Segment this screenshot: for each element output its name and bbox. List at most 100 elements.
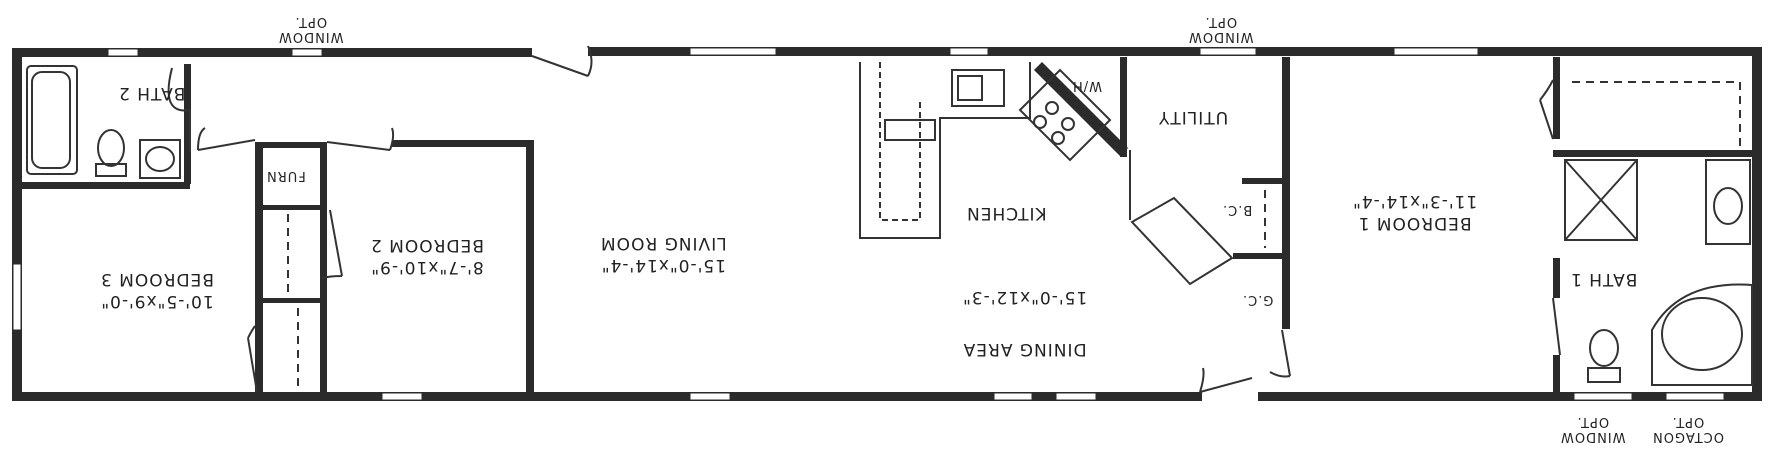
window-opt-bottom bbox=[1573, 392, 1633, 401]
wh-label: W/H bbox=[1072, 78, 1103, 93]
wall-bedroom2-top bbox=[392, 140, 532, 147]
kitchen-shelf bbox=[884, 119, 936, 141]
opt-window-top-right-line2: WINDOW bbox=[1188, 29, 1254, 44]
bedroom3-name: BEDROOM 3 bbox=[100, 269, 214, 289]
window-octagon-bottom bbox=[1665, 392, 1725, 401]
furn-door bbox=[321, 209, 343, 279]
wall-exterior-bottom-left bbox=[12, 392, 1202, 401]
bath2-toilet-tank bbox=[95, 163, 127, 177]
opt-window-label-top-left: WINDOW OPT. bbox=[278, 14, 344, 44]
opt-window-top-left-line2: WINDOW bbox=[278, 29, 344, 44]
octagon-window-line2: OCTAGON bbox=[1652, 429, 1724, 444]
kitchen-range bbox=[1018, 68, 1112, 162]
window-left-end bbox=[12, 263, 22, 331]
bath2-toilet bbox=[97, 129, 125, 167]
kitchen-counter bbox=[859, 62, 1031, 239]
gc-label: G.C. bbox=[1242, 292, 1274, 307]
wall-bedroom1-left bbox=[1282, 57, 1290, 329]
bedroom1-label: BEDROOM 1 11'-3"x14'-4" bbox=[1352, 190, 1477, 234]
wall-furn-bottom bbox=[263, 205, 320, 210]
bath1-shower bbox=[1564, 159, 1638, 241]
burner-1 bbox=[1045, 101, 1059, 115]
wall-furn-top bbox=[255, 142, 327, 148]
dining-area-name: DINING AREA bbox=[962, 339, 1087, 359]
bath1-door bbox=[1539, 79, 1554, 140]
wall-bath1-left bbox=[1553, 57, 1560, 139]
bath1-label: BATH 1 bbox=[1570, 269, 1638, 289]
bedroom3-label: 10'-5"x9'-0" BEDROOM 3 bbox=[100, 268, 214, 312]
wall-bedroom2-right bbox=[526, 140, 534, 396]
bath2-tub bbox=[26, 65, 78, 175]
bath2-label: BATH 2 bbox=[118, 83, 186, 103]
burner-4 bbox=[1051, 131, 1065, 145]
wall-exterior-left bbox=[12, 48, 22, 400]
living-room-label: 15'-0"x14'-4" LIVING ROOM bbox=[600, 232, 727, 276]
wall-hall-2 bbox=[320, 142, 327, 394]
bedroom3-size: 10'-5"x9'-0" bbox=[100, 291, 214, 311]
kitchen-sink-basin bbox=[957, 75, 983, 101]
furn-label: FURN bbox=[266, 168, 306, 183]
burner-2 bbox=[1061, 117, 1075, 131]
burner-3 bbox=[1033, 115, 1047, 129]
window-kitchen-top bbox=[949, 47, 989, 56]
bath1-toilet-tank bbox=[1587, 367, 1621, 383]
bath2-tub-inner bbox=[31, 71, 71, 169]
bath2-sink bbox=[139, 139, 181, 179]
bedroom2-door bbox=[326, 127, 395, 151]
window-bedroom2-bottom bbox=[381, 392, 423, 401]
bath1-tub-inner bbox=[1661, 297, 1743, 371]
wall-kitchen-diagonal bbox=[1034, 62, 1128, 156]
living-room-name: LIVING ROOM bbox=[600, 233, 727, 253]
dining-area-size: 15'-0"x12'-3" bbox=[962, 287, 1088, 307]
octagon-window-label: OCTAGON OPT. bbox=[1652, 414, 1724, 444]
opt-window-label-bottom: WINDOW OPT. bbox=[1560, 414, 1626, 444]
window-bedroom1-top bbox=[1393, 47, 1479, 56]
wall-exterior-top-right bbox=[588, 47, 1760, 56]
opt-window-bottom-line2: WINDOW bbox=[1560, 429, 1626, 444]
wall-exterior-bottom-right bbox=[1258, 392, 1762, 401]
opt-window-top-right-line1: OPT. bbox=[1204, 14, 1238, 29]
bath1-shower-x bbox=[1564, 159, 1638, 241]
wall-bath1-top bbox=[1553, 150, 1753, 157]
bath1-vanity bbox=[1705, 159, 1751, 245]
window-bath2 bbox=[107, 48, 139, 57]
bedroom2-size: 8'-7"x10'-9" bbox=[370, 257, 484, 277]
opt-window-label-top-right: WINDOW OPT. bbox=[1188, 14, 1254, 44]
bc-label: B.C. bbox=[1222, 202, 1253, 217]
window-opt-top-right bbox=[1199, 47, 1257, 56]
kitchen-label: KITCHEN bbox=[966, 203, 1047, 223]
bedroom2-label: 8'-7"x10'-9" BEDROOM 2 bbox=[370, 234, 484, 278]
bedroom3-door bbox=[197, 127, 256, 151]
octagon-window-line1: OPT. bbox=[1671, 414, 1705, 429]
window-dining-bottom-2 bbox=[1055, 392, 1097, 401]
front-door bbox=[531, 45, 593, 77]
opt-window-top-left-line1: OPT. bbox=[294, 14, 328, 29]
bath1-door-2 bbox=[1552, 297, 1561, 356]
window-opt-top-left bbox=[291, 48, 323, 57]
bedroom1-name: BEDROOM 1 bbox=[1357, 213, 1472, 233]
wall-closet-gc-top bbox=[1233, 253, 1288, 259]
wall-exterior-right bbox=[1752, 47, 1762, 400]
window-living-bottom bbox=[689, 392, 731, 401]
bath1-tub bbox=[1651, 283, 1753, 386]
wall-closet-divider bbox=[263, 298, 320, 303]
bedroom1-door bbox=[1269, 329, 1291, 378]
bath2-door bbox=[167, 67, 191, 152]
wall-exterior-top-left bbox=[12, 48, 532, 57]
kitchen-sink bbox=[951, 69, 1005, 107]
bath2-sink-bowl bbox=[145, 146, 175, 172]
wall-bath2-bottom bbox=[12, 182, 190, 189]
utility-label: UTILITY bbox=[1158, 107, 1229, 127]
rear-door bbox=[1199, 367, 1253, 393]
window-living-top bbox=[689, 47, 777, 56]
wall-bath1-left-bottom bbox=[1553, 355, 1560, 395]
bedroom2-name: BEDROOM 2 bbox=[370, 235, 484, 255]
wall-hall-1 bbox=[255, 142, 263, 394]
kitchen-refrigerator bbox=[1130, 196, 1234, 286]
wall-utility-left bbox=[1120, 57, 1127, 157]
dining-area-label: DINING AREA 15'-0"x12'-3" bbox=[962, 286, 1087, 360]
wall-bath1-left-lower bbox=[1553, 258, 1560, 298]
wall-closet-bc-top bbox=[1242, 178, 1288, 184]
living-room-size: 15'-0"x14'-4" bbox=[600, 255, 726, 275]
bedroom1-size: 11'-3"x14'-4" bbox=[1352, 191, 1478, 211]
